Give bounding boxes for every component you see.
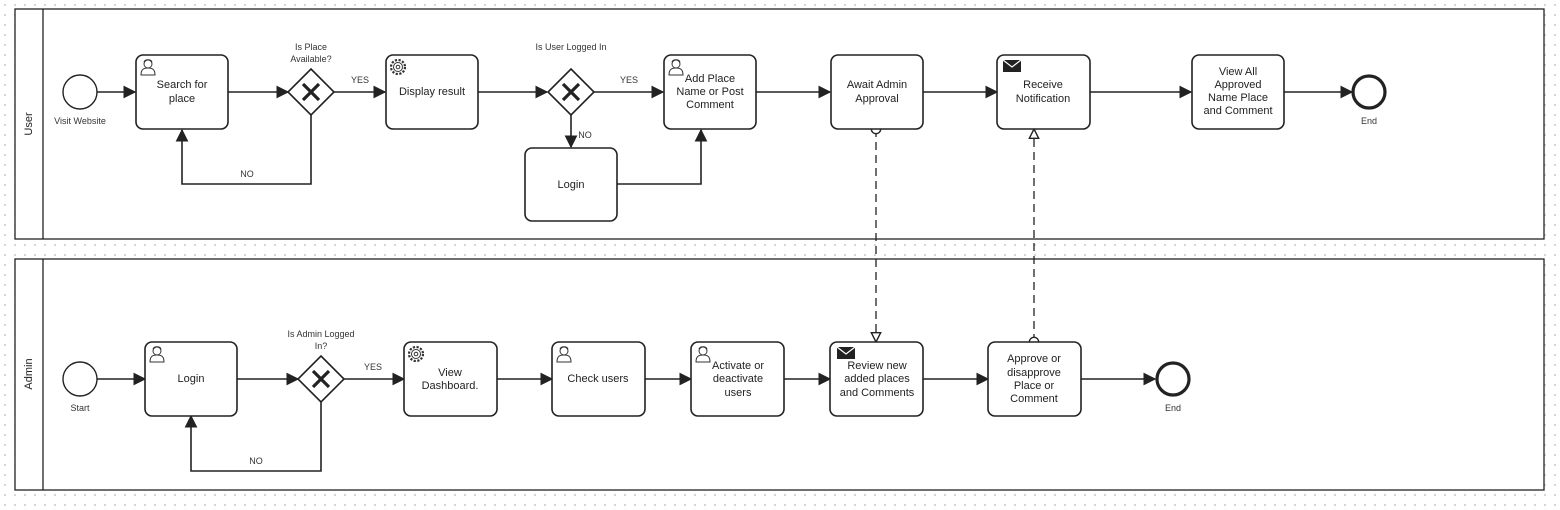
envelope-icon [836, 346, 856, 360]
user-start-event[interactable] [62, 74, 98, 110]
view-task-line-1: View All [1219, 66, 1257, 78]
gear-icon [389, 58, 407, 76]
dashboard-task-line-2: Dashboard. [422, 380, 479, 392]
gateway-place-label-1: Is Place [295, 42, 327, 52]
user-pool-label: User [23, 112, 35, 136]
admin-login-task[interactable]: Login [144, 341, 238, 417]
review-places-task[interactable]: Review new added places and Comments [829, 341, 924, 417]
display-task-label: Display result [399, 86, 465, 98]
view-task-line-4: and Comment [1203, 105, 1272, 117]
receive-task-line-2: Notification [1016, 93, 1070, 105]
add-task-line-1: Add Place [685, 73, 735, 85]
search-place-task[interactable]: Search for place [135, 54, 229, 130]
admin-start-event[interactable] [62, 361, 98, 397]
activate-task-line-3: users [725, 387, 752, 399]
user-pool: User [14, 8, 1545, 240]
activate-users-task[interactable]: Activate or deactivate users [690, 341, 785, 417]
user-end-event[interactable] [1351, 74, 1387, 110]
review-task-line-1: Review new [847, 360, 906, 372]
review-task-line-2: added places [844, 373, 910, 385]
view-dashboard-task[interactable]: View Dashboard. [403, 341, 498, 417]
add-place-comment-task[interactable]: Add Place Name or Post Comment [663, 54, 757, 130]
exclusive-gateway-x-icon [311, 369, 331, 389]
view-task-line-3: Name Place [1208, 92, 1268, 104]
exclusive-gateway-x-icon [561, 82, 581, 102]
admin-gateway-label-2: In? [315, 341, 328, 351]
envelope-icon [1002, 59, 1022, 73]
user-sequence-flows [97, 85, 1354, 185]
admin-sequence-flows [97, 372, 1157, 472]
user-pool-border [14, 8, 1545, 240]
await-task-line-1: Await Admin [847, 79, 907, 91]
user-start-label: Visit Website [54, 116, 106, 126]
approve-task-line-1: Approve or [1007, 353, 1061, 365]
place-available-gateway[interactable] [286, 67, 336, 117]
approve-disapprove-task[interactable]: Approve or disapprove Place or Comment [987, 341, 1082, 417]
approve-task-line-2: disapprove [1007, 367, 1061, 379]
approve-task-line-4: Comment [1010, 393, 1058, 405]
review-task-line-3: and Comments [840, 387, 915, 399]
admin-end-label: End [1165, 403, 1181, 413]
admin-yes-label: YES [364, 362, 382, 372]
admin-pool-label: Admin [23, 358, 35, 389]
add-task-line-2: Name or Post [676, 86, 743, 98]
dashboard-task-line-1: View [438, 367, 462, 379]
admin-end-event[interactable] [1155, 361, 1191, 397]
gateway-place-label-2: Available? [290, 54, 331, 64]
admin-start-label: Start [70, 403, 90, 413]
user-login-label: Login [558, 179, 585, 191]
no-label-place: NO [240, 169, 254, 179]
receive-task-line-1: Receive [1023, 79, 1063, 91]
yes-label-login: YES [620, 75, 638, 85]
yes-label-place: YES [351, 75, 369, 85]
view-approved-task[interactable]: View All Approved Name Place and Comment [1191, 54, 1285, 130]
activate-task-line-1: Activate or [712, 360, 764, 372]
gateway-login-label: Is User Logged In [535, 42, 606, 52]
receive-notification-task[interactable]: Receive Notification [996, 54, 1091, 130]
admin-gateway-label-1: Is Admin Logged [287, 329, 354, 339]
approve-task-line-3: Place or [1014, 380, 1055, 392]
search-task-line-2: place [169, 93, 195, 105]
check-users-label: Check users [567, 373, 629, 385]
admin-login-label: Login [178, 373, 205, 385]
gear-icon [407, 345, 425, 363]
user-logged-in-gateway[interactable] [546, 67, 596, 117]
display-result-task[interactable]: Display result [385, 54, 479, 130]
await-task-line-2: Approval [855, 93, 898, 105]
search-task-line-1: Search for [157, 79, 208, 91]
activate-task-line-2: deactivate [713, 373, 763, 385]
user-end-label: End [1361, 116, 1377, 126]
check-users-task[interactable]: Check users [551, 341, 646, 417]
view-task-line-2: Approved [1214, 79, 1261, 91]
admin-logged-in-gateway[interactable] [296, 354, 346, 404]
await-approval-task[interactable]: Await Admin Approval [830, 54, 924, 130]
user-login-task[interactable]: Login [524, 147, 618, 222]
add-task-line-3: Comment [686, 99, 734, 111]
exclusive-gateway-x-icon [301, 82, 321, 102]
no-label-login: NO [578, 130, 592, 140]
admin-no-label: NO [249, 456, 263, 466]
message-flows [876, 129, 1034, 342]
